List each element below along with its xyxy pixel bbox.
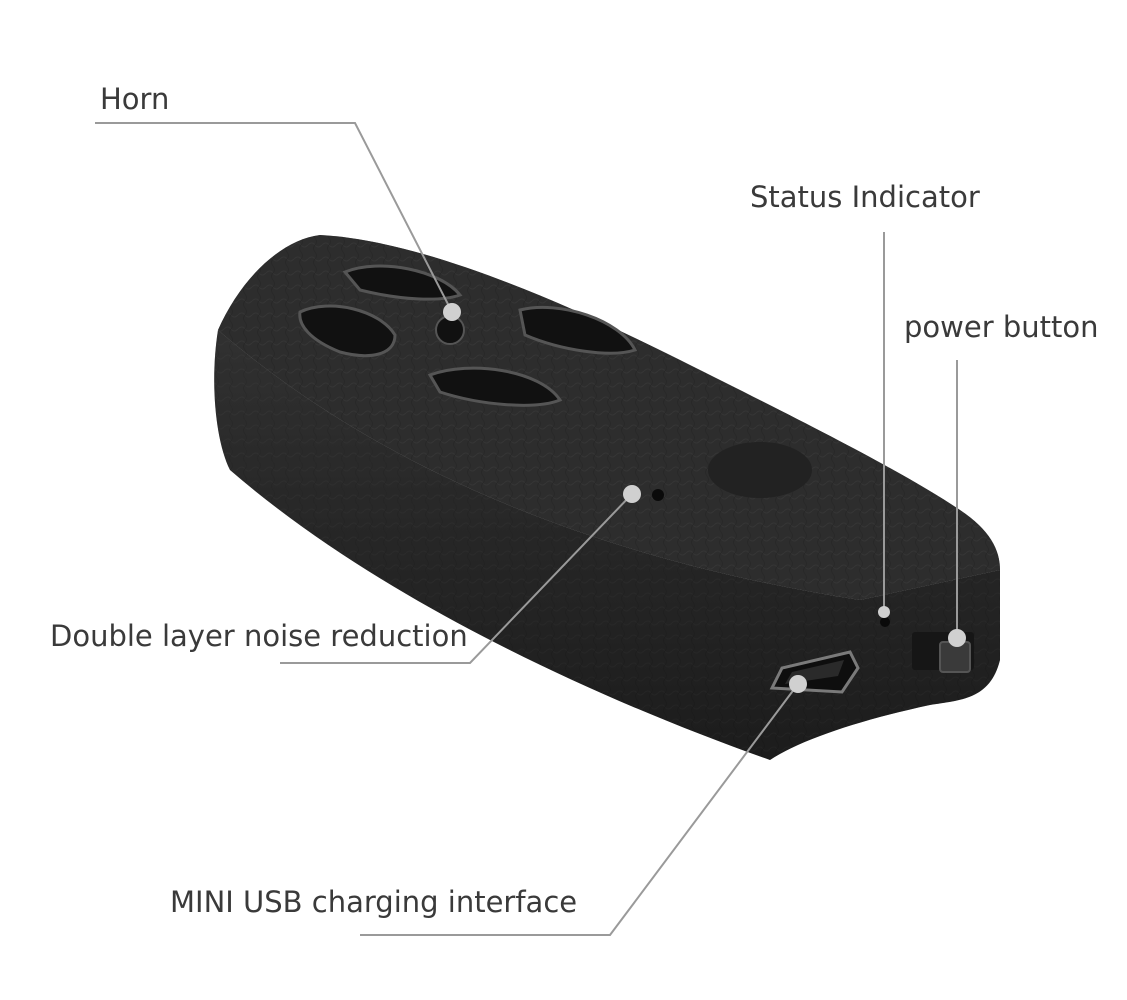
leader-lines: [95, 122, 958, 936]
horn-vents: [298, 264, 638, 407]
status-indicator-marker-dot: [878, 606, 890, 618]
usb-interface-label: MINI USB charging interface: [170, 885, 578, 919]
horn-label: Horn: [100, 82, 170, 116]
marker-dots: [443, 303, 966, 693]
power-button-label: power button: [904, 310, 1099, 344]
horn-leader: [95, 122, 453, 313]
noise-reduction-leader: [280, 493, 633, 664]
usb-marker-dot: [789, 675, 807, 693]
top-recess: [708, 442, 812, 498]
horn-marker-dot: [443, 303, 461, 321]
noise-reduction-label: Double layer noise reduction: [50, 619, 468, 653]
mic-hole: [652, 489, 664, 501]
noise-reduction-marker-dot: [623, 485, 641, 503]
power-button-marker-dot: [948, 629, 966, 647]
status-indicator-label: Status Indicator: [750, 180, 980, 214]
status-indicator-hole: [880, 617, 890, 627]
usb-leader: [360, 683, 799, 936]
